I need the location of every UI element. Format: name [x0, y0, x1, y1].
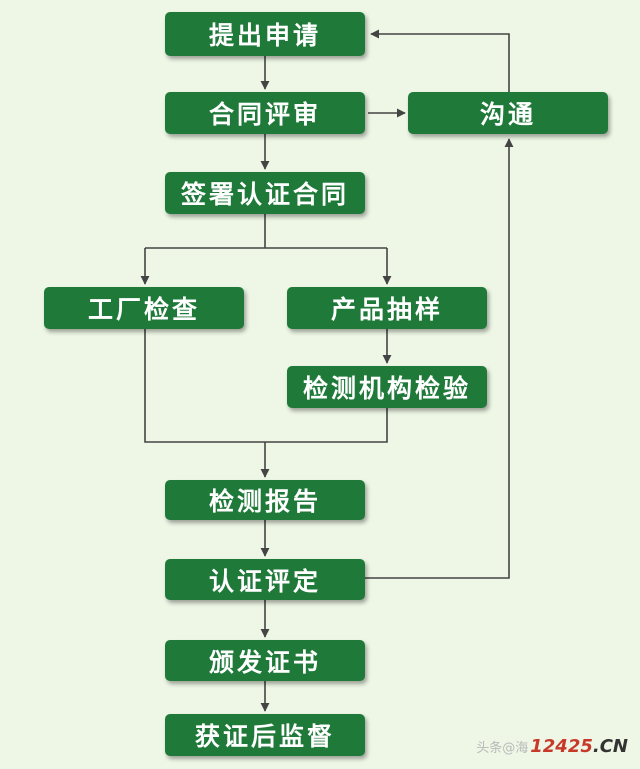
node-product-sampling: 产品抽样 [287, 287, 487, 329]
arrow-communicate-to-apply [370, 29, 510, 92]
node-post-surveillance: 获证后监督 [165, 714, 365, 756]
watermark-suffix: CN [599, 736, 628, 757]
node-contract-review: 合同评审 [165, 92, 365, 134]
node-lab-testing: 检测机构检验 [287, 366, 487, 408]
node-apply: 提出申请 [165, 12, 365, 56]
watermark: 头条@海 12425 . CN [476, 736, 628, 757]
line-factory-to-merge [144, 329, 265, 443]
node-factory-inspection: 工厂检查 [44, 287, 244, 329]
line-lab-to-merge [265, 408, 388, 443]
node-sign-contract: 签署认证合同 [165, 172, 365, 214]
node-issue-certificate: 颁发证书 [165, 640, 365, 681]
watermark-number: 12425 [530, 736, 593, 757]
node-test-report: 检测报告 [165, 480, 365, 520]
arrow-decision-to-communicate [365, 138, 514, 579]
watermark-dot: . [592, 736, 600, 757]
watermark-prefix: 头条@海 [476, 741, 529, 756]
node-communicate: 沟通 [408, 92, 608, 134]
node-certification-decision: 认证评定 [165, 559, 365, 600]
